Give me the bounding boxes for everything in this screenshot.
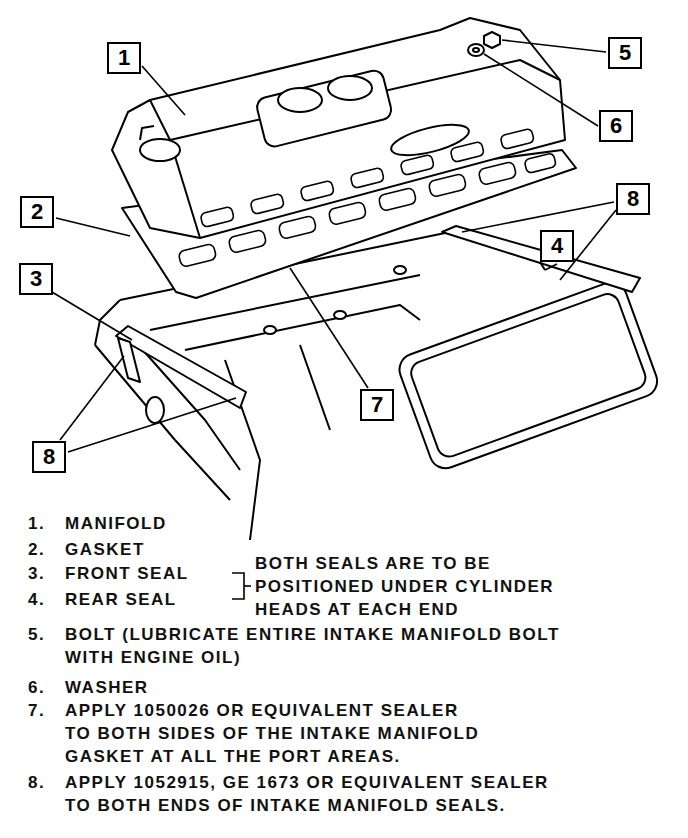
item-number: 6. (28, 676, 45, 699)
legend-text: REAR SEAL (65, 588, 177, 611)
item-number: 3. (28, 562, 45, 585)
callout-number: 5 (619, 42, 631, 64)
callout-number: 1 (118, 47, 130, 69)
item-number: 5. (28, 623, 45, 646)
callout-number: 6 (610, 115, 622, 137)
callout-box: 8 (32, 441, 66, 473)
item-number: 8. (28, 771, 45, 794)
callout-box: 8 (616, 183, 650, 215)
callout-box: 1 (107, 42, 141, 74)
callout-number: 8 (43, 446, 55, 468)
item-number: 7. (28, 699, 45, 722)
legend-text: MANIFOLD (65, 512, 167, 535)
callout-number: 8 (627, 188, 639, 210)
item-number: 2. (28, 538, 45, 561)
callout-box: 3 (19, 263, 53, 295)
callout-box: 2 (20, 196, 54, 228)
callout-number: 3 (30, 268, 42, 290)
callout-number: 7 (371, 394, 383, 416)
item-number: 1. (28, 512, 45, 535)
callout-box: 4 (540, 230, 574, 262)
item-number: 4. (28, 588, 45, 611)
callout-number: 4 (551, 235, 563, 257)
legend-text: BOTH SEALS ARE TO BE POSITIONED UNDER CY… (255, 552, 554, 621)
legend-text: GASKET (65, 538, 145, 561)
legend-text: WASHER (65, 676, 149, 699)
legend-text: APPLY 1050026 OR EQUIVALENT SEALER TO BO… (65, 699, 479, 768)
callout-number: 2 (31, 201, 43, 223)
callout-box: 7 (360, 389, 394, 421)
callout-box: 5 (608, 37, 642, 69)
callout-box: 6 (599, 110, 633, 142)
legend-text: APPLY 1052915, GE 1673 OR EQUIVALENT SEA… (65, 771, 549, 817)
legend-text: BOLT (LUBRICATE ENTIRE INTAKE MANIFOLD B… (65, 623, 560, 669)
legend-text: FRONT SEAL (65, 562, 189, 585)
